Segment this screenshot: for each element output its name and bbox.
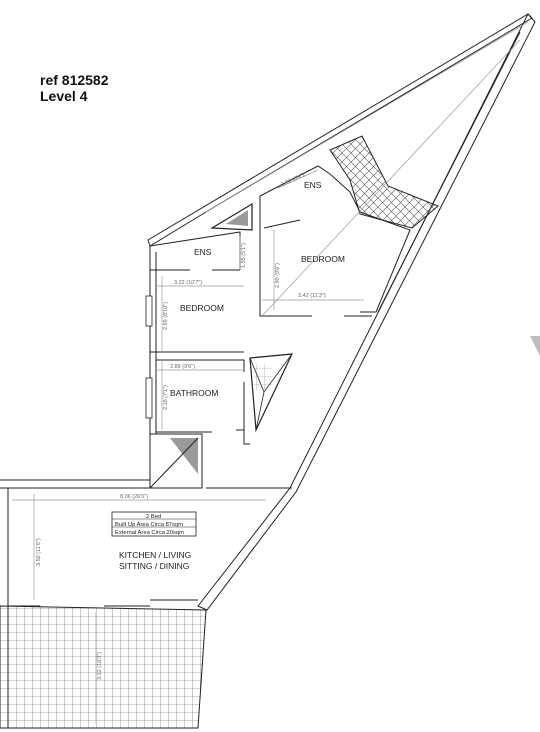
dim-label-ens-top: 1.92 (6'4") [280, 172, 305, 188]
plan-reference: ref 812582 Level 4 [40, 72, 109, 104]
area-box-line2: Built Up Area Circa 87sqm [115, 522, 183, 528]
dim-label-terrace-h: 3.12 (10'3") [97, 652, 103, 680]
dim-label-bathroom-w: 2.89 (9'6") [170, 364, 195, 370]
terrace-hatch [0, 605, 207, 729]
dim-diagonal-guide [261, 39, 521, 317]
room-label-bedroom-left: BEDROOM [180, 303, 224, 313]
room-label-bathroom: BATHROOM [170, 388, 218, 398]
room-label-kitchen-line2: SITTING / DINING [119, 561, 189, 571]
dim-label-bedroom-left-w: 3.22 (10'7") [174, 280, 202, 286]
shaft-lower-diagonal [149, 437, 199, 489]
bedroom-right-partition [263, 219, 301, 229]
top-balcony-hatch [329, 135, 439, 229]
dim-label-ens-left: 1.55 (5'1") [241, 243, 247, 268]
dim-label-bedroom-left-h: 2.69 (8'10") [163, 302, 169, 330]
area-box-line1: 2 Bed [146, 514, 161, 520]
window-left-2 [145, 377, 153, 419]
area-box-line3: External Area Circa 20sqm [115, 530, 184, 536]
north-arrow-fragment [530, 336, 540, 356]
shaft-top-fill [226, 210, 248, 226]
area-box [111, 511, 197, 537]
duct-bathroom-hatch [254, 364, 272, 390]
dim-label-bedroom-right-w: 3.42 (11'3") [298, 293, 326, 299]
outer-wall-diagonal-inner [377, 31, 521, 313]
dim-ens-top [277, 169, 319, 189]
reference-number: ref 812582 [40, 72, 109, 88]
dim-label-bedroom-right-h: 2.90 (9'6") [275, 263, 281, 288]
room-label-ens-top: ENS [304, 180, 322, 190]
room-label-bedroom-right: BEDROOM [301, 254, 345, 264]
bedroom-right-walls [259, 165, 411, 317]
outer-wall-top [147, 13, 533, 247]
window-left-1 [145, 295, 153, 327]
shaft-lower-fill [170, 438, 198, 474]
dim-label-bathroom-h: 2.16 (7'1") [163, 385, 169, 410]
room-label-ens-left: ENS [194, 247, 212, 257]
room-label-kitchen-line1: KITCHEN / LIVING [119, 550, 191, 560]
level-label: Level 4 [40, 88, 88, 104]
roof-line-inner [205, 21, 529, 213]
bathroom-walls [156, 359, 250, 445]
dim-label-living-h: 3.50 (11'6") [36, 538, 42, 566]
dim-label-living-w: 8.06 (26'5") [120, 494, 148, 500]
